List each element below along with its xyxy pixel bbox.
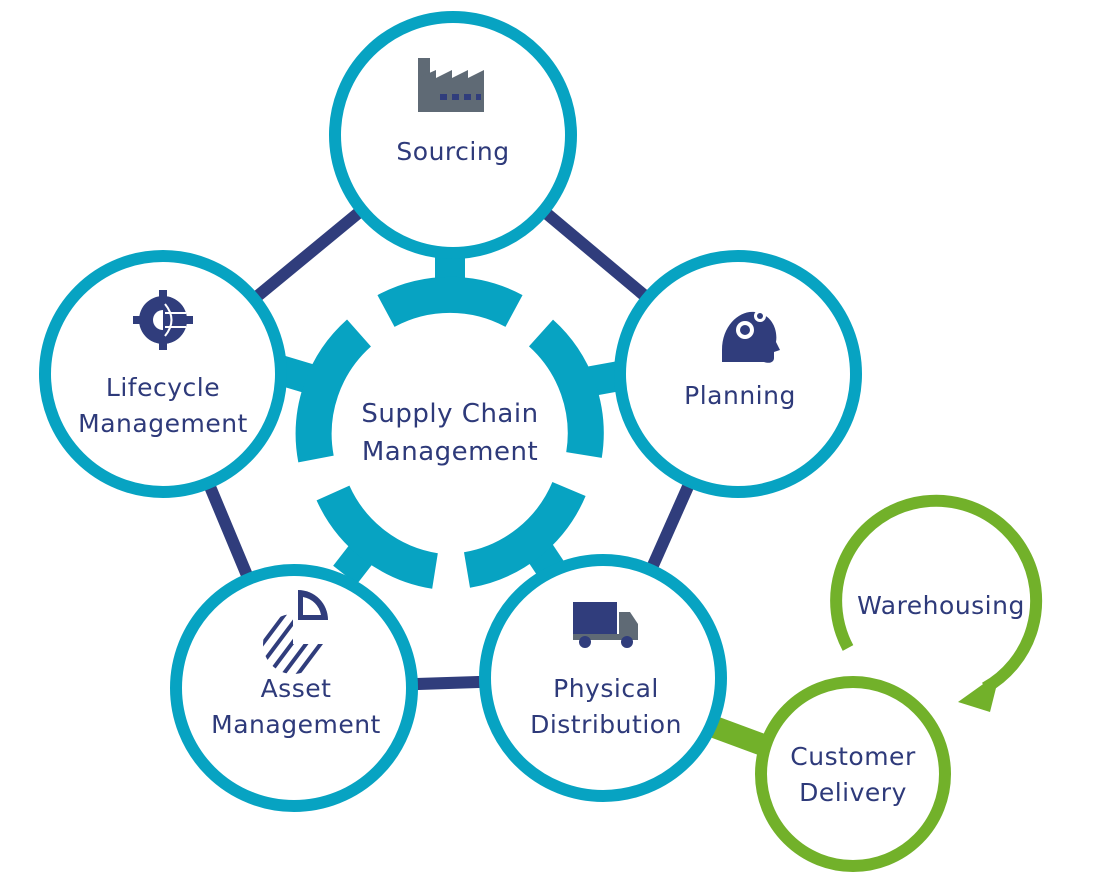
warehousing-loop: Warehousing: [830, 494, 1043, 712]
truck-icon: [573, 602, 638, 648]
node-lifecycle: Lifecycle Management: [39, 250, 287, 498]
node-sourcing-label: Sourcing: [396, 137, 509, 166]
node-distribution-label-line1: Physical: [553, 674, 659, 703]
node-distribution-circle: [479, 554, 727, 802]
node-sourcing-circle: [329, 11, 577, 259]
warehousing-arrowhead: [958, 672, 1000, 712]
ring-segment-top: [377, 276, 523, 328]
node-distribution: Physical Distribution: [479, 554, 727, 802]
node-delivery-label-line1: Customer: [790, 742, 916, 771]
node-lifecycle-label-line1: Lifecycle: [106, 373, 220, 402]
node-sourcing: Sourcing: [329, 11, 577, 259]
node-planning-circle: [614, 250, 862, 498]
node-lifecycle-circle: [39, 250, 287, 498]
center-title-line1: Supply Chain: [361, 399, 538, 429]
gear-globe-icon: [133, 290, 193, 350]
node-delivery-circle: [755, 676, 951, 872]
node-lifecycle-label-line2: Management: [78, 409, 248, 438]
node-asset: Asset Management: [170, 564, 418, 812]
ring-segment-left: [295, 319, 372, 463]
node-delivery-label-line2: Delivery: [799, 778, 907, 807]
node-customer-delivery: Customer Delivery: [755, 676, 951, 872]
node-asset-label-line1: Asset: [261, 674, 332, 703]
warehousing-label: Warehousing: [857, 591, 1025, 620]
center-ring: [295, 276, 604, 589]
node-asset-circle: [170, 564, 418, 812]
node-asset-label-line2: Management: [211, 710, 381, 739]
ring-segment-right: [528, 319, 604, 458]
factory-icon: [418, 58, 484, 112]
center-title-line2: Management: [362, 437, 538, 467]
node-distribution-label-line2: Distribution: [530, 710, 682, 739]
head-gears-icon: [722, 310, 780, 363]
node-planning: Planning: [614, 250, 862, 498]
node-planning-label: Planning: [684, 381, 796, 410]
ring-segment-bottom-right: [463, 481, 586, 588]
warehousing-arc: [830, 494, 1043, 694]
ring-segment-bottom-left: [316, 485, 439, 589]
